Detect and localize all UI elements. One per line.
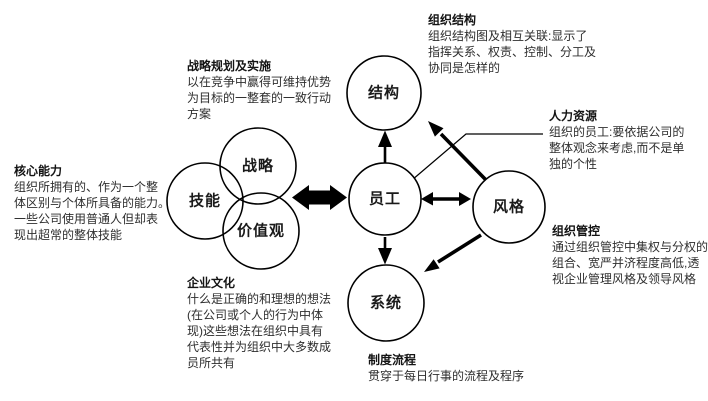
annotation-corp-culture-title: 企业文化 [187,276,236,290]
values-circle [222,192,300,270]
staff-circle [348,162,422,236]
style-circle [472,170,546,244]
annotation-process: 制度流程 贯穿于每日行事的流程及程序 [368,352,524,384]
structure-node-label: 结构 [367,84,401,102]
style-node-label: 风格 [492,198,526,216]
skills-node-label: 技能 [188,192,222,210]
annotation-corp-culture: 企业文化 什么是正确的和理想的想法 (在公司或个人的行为中体 现)这些想法在组织… [187,275,331,371]
style-structure-arrow-line [439,132,488,182]
annotation-org-structure: 组织结构 组织结构图及相互关联:显示了 指挥关系、权责、控制、分工及 协同是怎样… [428,12,596,76]
annotation-strategy-planning-body: 以在竞争中赢得可维持优势 为目标的一整套的一致行动 方案 [187,75,332,121]
annotation-strategy-planning: 战略规划及实施 以在竞争中赢得可维持优势 为目标的一整套的一致行动 方案 [187,58,331,122]
annotation-org-control: 组织管控 通过组织管控中集权与分权的 组合、宽严并济程度高低,透 视企业管理风格… [552,223,708,287]
systems-circle [347,264,425,342]
strategy-circle [219,127,297,205]
annotation-core-competence: 核心能力 组织所拥有的、作为一个整 体区别与个体所具备的能力。 一些公司使用普通… [14,163,170,243]
values-node-label: 价值观 [236,222,286,240]
staff-structure-arrow-head [378,130,392,147]
annotation-core-competence-body: 组织所拥有的、作为一个整 体区别与个体所具备的能力。 一些公司使用普通人但却表 … [14,180,171,242]
strategy-node-label: 战略 [241,157,275,175]
annotation-strategy-planning-title: 战略规划及实施 [187,59,272,73]
annotation-process-title: 制度流程 [368,353,417,367]
staff-systems-arrow-head [378,248,392,265]
cluster-staff-double-arrow [292,185,347,210]
annotation-process-body: 贯穿于每日行事的流程及程序 [368,369,525,383]
annotation-human-resources-body: 组织的员工:要依据公司的 整体观念来考虑,而不是单 独的个性 [549,125,685,171]
staff-style-double-arrow [421,192,471,206]
systems-node-label: 系统 [369,294,403,312]
style-systems-arrow-line [437,233,482,264]
annotation-core-competence-title: 核心能力 [14,164,63,178]
style-structure-arrow-head [428,121,444,137]
annotation-human-resources-title: 人力资源 [549,109,598,123]
hr-callout-line [411,133,543,181]
annotation-corp-culture-body: 什么是正确的和理想的想法 (在公司或个人的行为中体 现)这些想法在组织中具有 代… [187,292,332,370]
structure-circle [346,55,422,131]
annotation-org-structure-body: 组织结构图及相互关联:显示了 指挥关系、权责、控制、分工及 协同是怎样的 [428,29,597,75]
staff-node-label: 员工 [368,190,402,208]
annotation-org-control-body: 通过组织管控中集权与分权的 组合、宽严并济程度高低,透 视企业管理风格及领导风格 [552,240,708,286]
annotation-org-control-title: 组织管控 [552,224,601,238]
annotation-human-resources: 人力资源 组织的员工:要依据公司的 整体观念来考虑,而不是单 独的个性 [549,108,684,172]
annotation-org-structure-title: 组织结构 [428,13,477,27]
style-systems-arrow-head [424,259,440,272]
